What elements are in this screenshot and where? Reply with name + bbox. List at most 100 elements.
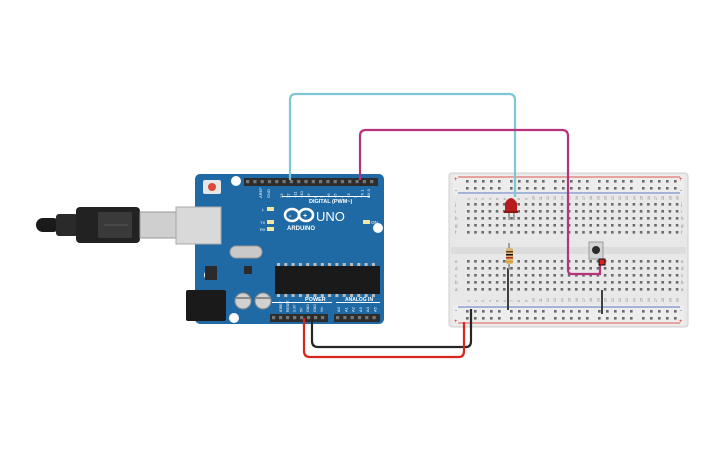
terminal-hole[interactable] bbox=[495, 224, 499, 227]
terminal-hole[interactable] bbox=[661, 281, 664, 284]
rail-hole[interactable] bbox=[586, 180, 589, 183]
terminal-hole[interactable] bbox=[546, 217, 549, 220]
terminal-hole[interactable] bbox=[582, 274, 585, 277]
header-pin[interactable] bbox=[319, 180, 323, 184]
terminal-hole[interactable] bbox=[567, 288, 571, 291]
terminal-hole[interactable] bbox=[517, 210, 520, 213]
terminal-hole[interactable] bbox=[531, 260, 535, 263]
terminal-hole[interactable] bbox=[582, 288, 585, 291]
terminal-hole[interactable] bbox=[603, 231, 607, 234]
terminal-hole[interactable] bbox=[495, 203, 499, 206]
header-pin[interactable] bbox=[370, 180, 374, 184]
rail-hole[interactable] bbox=[598, 310, 601, 313]
breadboard-holes[interactable] bbox=[466, 180, 679, 320]
terminal-hole[interactable] bbox=[524, 210, 528, 213]
header-pin[interactable] bbox=[336, 316, 340, 320]
terminal-hole[interactable] bbox=[639, 267, 643, 270]
terminal-hole[interactable] bbox=[539, 267, 542, 270]
terminal-hole[interactable] bbox=[481, 203, 484, 206]
terminal-hole[interactable] bbox=[467, 203, 470, 206]
terminal-hole[interactable] bbox=[632, 224, 636, 227]
terminal-hole[interactable] bbox=[589, 281, 592, 284]
terminal-hole[interactable] bbox=[661, 224, 664, 227]
rail-hole[interactable] bbox=[642, 187, 645, 190]
terminal-hole[interactable] bbox=[582, 231, 585, 234]
terminal-hole[interactable] bbox=[675, 288, 679, 291]
terminal-hole[interactable] bbox=[474, 260, 477, 263]
terminal-hole[interactable] bbox=[567, 274, 571, 277]
rail-hole[interactable] bbox=[498, 317, 501, 320]
header-pin[interactable] bbox=[307, 316, 311, 320]
terminal-hole[interactable] bbox=[589, 274, 592, 277]
terminal-hole[interactable] bbox=[611, 288, 614, 291]
rail-hole[interactable] bbox=[510, 187, 513, 190]
terminal-hole[interactable] bbox=[539, 288, 542, 291]
rail-hole[interactable] bbox=[578, 187, 581, 190]
terminal-hole[interactable] bbox=[503, 260, 506, 263]
terminal-hole[interactable] bbox=[639, 210, 643, 213]
rail-hole[interactable] bbox=[614, 310, 617, 313]
terminal-hole[interactable] bbox=[661, 274, 664, 277]
terminal-hole[interactable] bbox=[474, 210, 477, 213]
resistor[interactable] bbox=[506, 243, 513, 270]
usb-port[interactable] bbox=[175, 206, 222, 245]
terminal-hole[interactable] bbox=[503, 274, 506, 277]
rail-hole[interactable] bbox=[570, 317, 573, 320]
terminal-hole[interactable] bbox=[589, 260, 592, 263]
cyan-wire[interactable] bbox=[288, 92, 517, 197]
rail-hole[interactable] bbox=[570, 180, 573, 183]
terminal-hole[interactable] bbox=[639, 281, 643, 284]
terminal-hole[interactable] bbox=[654, 267, 657, 270]
terminal-hole[interactable] bbox=[488, 288, 492, 291]
terminal-hole[interactable] bbox=[582, 260, 585, 263]
header-pin[interactable] bbox=[275, 180, 279, 184]
terminal-hole[interactable] bbox=[639, 231, 643, 234]
rail-hole[interactable] bbox=[658, 317, 661, 320]
terminal-hole[interactable] bbox=[495, 217, 499, 220]
terminal-hole[interactable] bbox=[625, 267, 628, 270]
black-wire[interactable] bbox=[310, 309, 473, 349]
terminal-hole[interactable] bbox=[546, 210, 549, 213]
terminal-hole[interactable] bbox=[553, 217, 556, 220]
usb-cable[interactable] bbox=[36, 207, 179, 243]
terminal-hole[interactable] bbox=[553, 224, 556, 227]
terminal-hole[interactable] bbox=[467, 288, 470, 291]
rail-hole[interactable] bbox=[510, 310, 513, 313]
terminal-hole[interactable] bbox=[611, 274, 614, 277]
rail-hole[interactable] bbox=[606, 317, 609, 320]
terminal-hole[interactable] bbox=[474, 224, 477, 227]
rail-hole[interactable] bbox=[490, 180, 493, 183]
terminal-hole[interactable] bbox=[488, 231, 492, 234]
terminal-hole[interactable] bbox=[654, 274, 657, 277]
header-pin[interactable] bbox=[372, 316, 376, 320]
rail-hole[interactable] bbox=[614, 180, 617, 183]
terminal-hole[interactable] bbox=[589, 288, 592, 291]
terminal-hole[interactable] bbox=[495, 288, 499, 291]
rail-hole[interactable] bbox=[674, 180, 677, 183]
terminal-hole[interactable] bbox=[575, 210, 578, 213]
terminal-hole[interactable] bbox=[596, 210, 600, 213]
terminal-hole[interactable] bbox=[560, 217, 564, 220]
terminal-hole[interactable] bbox=[546, 288, 549, 291]
rail-hole[interactable] bbox=[466, 187, 469, 190]
terminal-hole[interactable] bbox=[582, 217, 585, 220]
terminal-hole[interactable] bbox=[675, 224, 679, 227]
terminal-hole[interactable] bbox=[661, 210, 664, 213]
rail-hole[interactable] bbox=[598, 317, 601, 320]
terminal-hole[interactable] bbox=[488, 281, 492, 284]
terminal-hole[interactable] bbox=[611, 281, 614, 284]
terminal-hole[interactable] bbox=[639, 224, 643, 227]
terminal-hole[interactable] bbox=[553, 260, 556, 263]
terminal-hole[interactable] bbox=[531, 231, 535, 234]
terminal-hole[interactable] bbox=[611, 203, 614, 206]
rail-hole[interactable] bbox=[482, 180, 485, 183]
terminal-hole[interactable] bbox=[625, 210, 628, 213]
terminal-hole[interactable] bbox=[632, 281, 636, 284]
header-pin[interactable] bbox=[246, 180, 250, 184]
terminal-hole[interactable] bbox=[481, 288, 484, 291]
terminal-hole[interactable] bbox=[582, 203, 585, 206]
push-button[interactable] bbox=[588, 241, 606, 266]
rail-hole[interactable] bbox=[554, 310, 557, 313]
rail-hole[interactable] bbox=[642, 180, 645, 183]
header-pin[interactable] bbox=[326, 180, 330, 184]
